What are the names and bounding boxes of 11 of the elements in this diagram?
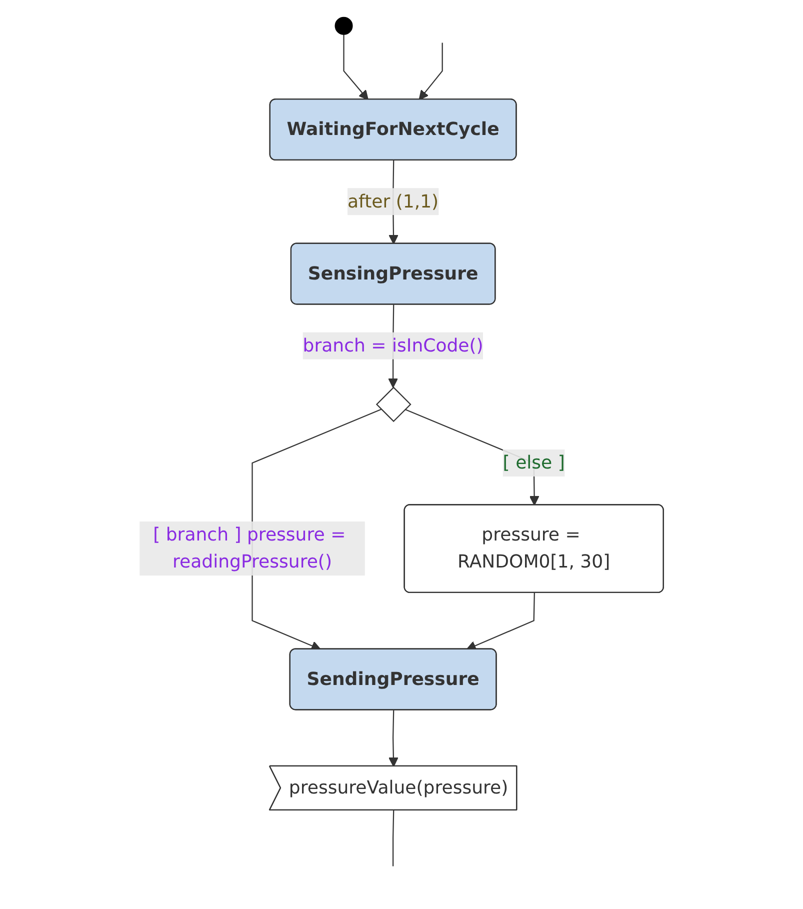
arrow — [466, 593, 535, 650]
edge-label: after (1,1) — [348, 190, 439, 212]
edge-label: branch = isInCode() — [302, 334, 484, 356]
arrow — [343, 34, 368, 100]
node-circle — [334, 16, 353, 35]
node-diamond — [376, 386, 412, 422]
arrow — [388, 710, 398, 767]
edge-label: [ branch ] pressure = readingPressure() — [153, 524, 346, 572]
edge-label: [ else ] — [502, 452, 565, 474]
connector — [392, 810, 394, 866]
arrow — [418, 42, 443, 100]
